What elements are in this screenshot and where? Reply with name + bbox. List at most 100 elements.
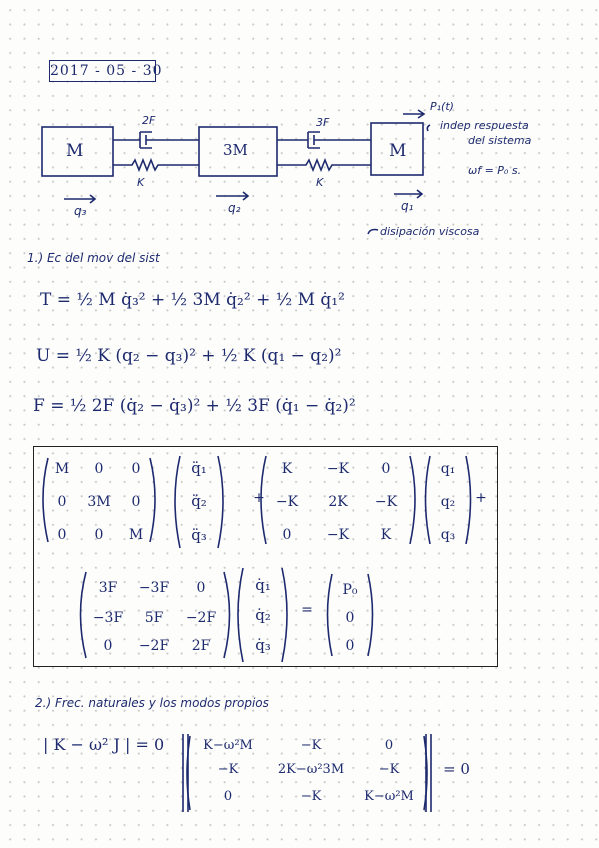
date-box: 2017 - 05 - 30 — [49, 60, 162, 82]
wf-note: ωf = P₀ s. — [468, 164, 522, 177]
paren-accel-r — [217, 455, 224, 549]
stiffness-matrix-cell: K — [380, 527, 392, 543]
damping-matrix-cell: 0 — [196, 580, 206, 596]
paren-vel-r — [281, 567, 288, 663]
damping-matrix-cell: −3F — [138, 580, 170, 596]
damper-label-1: 2F — [142, 114, 156, 127]
mass-matrix-cell: 0 — [131, 494, 141, 510]
determinant-cell: 2K−ω²3M — [277, 762, 345, 777]
stiffness-matrix-cell: −K — [374, 494, 398, 510]
equation-potential-energy: U = ½ K (q₂ − q₃)² + ½ K (q₁ − q₂)² — [36, 346, 342, 366]
determinant-cell: −K — [378, 762, 400, 777]
paren-stiff-r — [409, 455, 416, 545]
force-vector-cell: 0 — [345, 610, 355, 626]
paren-accel-l — [174, 455, 181, 549]
stiffness-matrix-cell: 0 — [381, 461, 391, 477]
paren-damp-l — [79, 571, 87, 659]
mass-matrix-cell: 0 — [94, 461, 104, 477]
determinant-cell: −K — [300, 789, 322, 804]
accel-vector-cell: q̈₂ — [191, 492, 207, 510]
damping-matrix-cell: −2F — [185, 610, 217, 626]
note-hook — [426, 124, 431, 132]
spring-label-1: K — [137, 176, 145, 189]
paren-stiff-l — [260, 455, 267, 545]
stiffness-matrix-cell: −K — [326, 527, 350, 543]
dissipation-note: disipación viscosa — [380, 225, 480, 238]
damping-matrix-cell: −2F — [138, 638, 170, 654]
mass-label-left: M — [66, 141, 84, 161]
section-1-title: 1.) Ec del mov del sist — [27, 251, 160, 265]
spring-2-shape — [277, 157, 371, 173]
coord-label-q3: q₃ — [74, 204, 87, 218]
damper-label-2: 3F — [316, 116, 330, 129]
determinant-cell: K−ω²M — [364, 789, 414, 804]
displacement-vector-cell: q₃ — [440, 527, 456, 543]
dissipation-hook — [367, 228, 379, 235]
coord-label-q2: q₂ — [228, 201, 241, 215]
accel-vector-cell: q̈₃ — [191, 526, 207, 544]
mass-matrix-cell: 0 — [131, 461, 141, 477]
mass-label-center: 3M — [223, 141, 248, 159]
stiffness-matrix-cell: −K — [326, 461, 350, 477]
mass-block-center — [198, 126, 278, 177]
paren-disp-r — [465, 455, 472, 545]
coord-arrow-q1 — [394, 189, 424, 199]
determinant-cell: 0 — [223, 789, 233, 804]
plus-sign-1: + — [253, 490, 265, 506]
det-paren-r — [423, 735, 428, 811]
matrix-equation-box — [33, 446, 498, 667]
mass-matrix-cell: M — [54, 461, 70, 477]
section-2-title: 2.) Frec. naturales y los modos propios — [35, 696, 269, 710]
displacement-vector-cell: q₁ — [440, 461, 456, 477]
damper-1-shape — [113, 131, 199, 149]
mass-matrix-cell: 0 — [57, 527, 67, 543]
determinant-cell: 0 — [384, 738, 394, 753]
damping-matrix-cell: −3F — [92, 610, 124, 626]
stiffness-matrix-cell: 2K — [328, 494, 348, 510]
mass-matrix-cell: 0 — [94, 527, 104, 543]
determinant-cell: K−ω²M — [203, 738, 253, 753]
equation-kinetic-energy: T = ½ M q̇₃² + ½ 3M q̇₂² + ½ M q̇₁² — [40, 290, 345, 310]
stiffness-matrix-cell: 0 — [282, 527, 292, 543]
stiffness-matrix-cell: K — [281, 461, 293, 477]
paren-rhs-r — [367, 573, 374, 657]
damping-matrix-cell: 2F — [191, 638, 211, 654]
displacement-vector-cell: q₂ — [440, 494, 456, 510]
det-equation-right: = 0 — [443, 760, 470, 778]
paren-rhs-l — [326, 573, 333, 657]
paren-disp-l — [424, 455, 431, 545]
accel-vector-cell: q̈₁ — [191, 459, 207, 477]
damper-2-shape — [277, 131, 371, 149]
spring-1-shape — [113, 157, 199, 173]
determinant-cell: −K — [217, 762, 239, 777]
stiffness-matrix-cell: −K — [275, 494, 299, 510]
note-line-2: del sistema — [468, 134, 532, 147]
velocity-vector-cell: q̇₁ — [255, 576, 271, 594]
force-vector-cell: 0 — [345, 638, 355, 654]
equals-sign: = — [301, 602, 313, 618]
mass-block-right — [370, 122, 424, 176]
coord-arrow-q3 — [64, 194, 97, 204]
det-paren-l — [186, 735, 191, 811]
damping-matrix-cell: 5F — [144, 610, 164, 626]
damping-matrix-cell: 0 — [103, 638, 113, 654]
velocity-vector-cell: q̇₃ — [255, 636, 271, 654]
coord-arrow-q2 — [216, 191, 250, 201]
force-label: P₁(t) — [430, 100, 454, 113]
force-vector-cell: P₀ — [342, 582, 358, 598]
mass-matrix-cell: M — [128, 527, 144, 543]
damping-matrix-cell: 3F — [98, 580, 118, 596]
coord-label-q1: q₁ — [401, 199, 414, 213]
paren-damp-r — [223, 571, 231, 659]
force-arrow — [403, 109, 426, 119]
mass-matrix-cell: 0 — [57, 494, 67, 510]
paren-vel-l — [237, 567, 244, 663]
det-equation-left: | K − ω² J | = 0 — [43, 735, 165, 754]
mass-matrix-cell: 3M — [87, 494, 111, 510]
paren-mass-l — [42, 457, 49, 543]
velocity-vector-cell: q̇₂ — [255, 606, 271, 624]
spring-label-2: K — [316, 176, 324, 189]
determinant-cell: −K — [300, 738, 322, 753]
note-line-1: indep respuesta — [440, 119, 529, 132]
